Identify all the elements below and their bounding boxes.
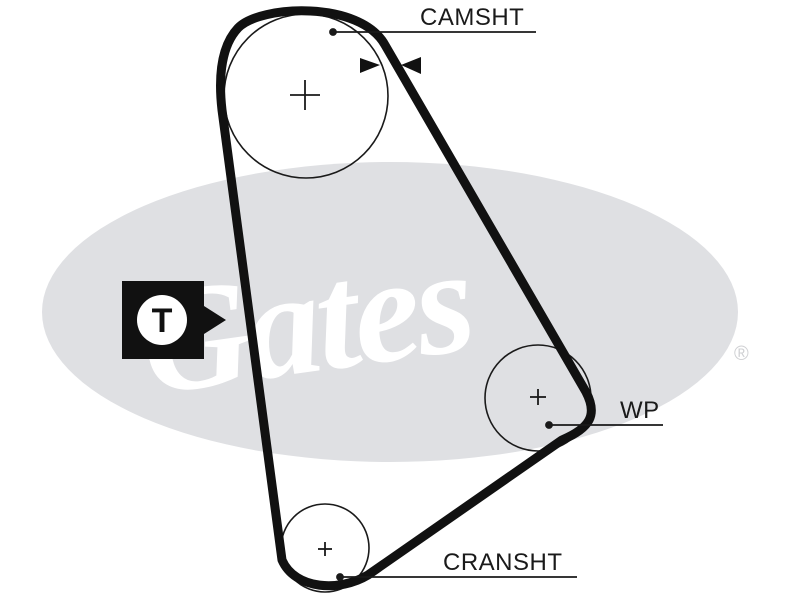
tensioner-badge: T — [122, 281, 226, 359]
pulley-centers — [290, 80, 546, 556]
tensioner-badge-letter: T — [152, 302, 173, 340]
crankshaft-label: CRANSHT — [443, 549, 563, 576]
timing-mark-right-arrow — [401, 57, 421, 74]
tensioner-badge-circle — [137, 295, 187, 345]
water-pump-label: WP — [620, 397, 660, 424]
camshaft-label: CAMSHT — [420, 4, 524, 31]
watermark-ellipse — [42, 162, 738, 462]
registered-mark: ® — [734, 343, 749, 365]
timing-belt — [216, 6, 596, 591]
timing-mark-arrows — [360, 57, 421, 74]
timing-mark-left-arrow — [360, 58, 380, 73]
camshaft-pulley — [223, 13, 389, 179]
